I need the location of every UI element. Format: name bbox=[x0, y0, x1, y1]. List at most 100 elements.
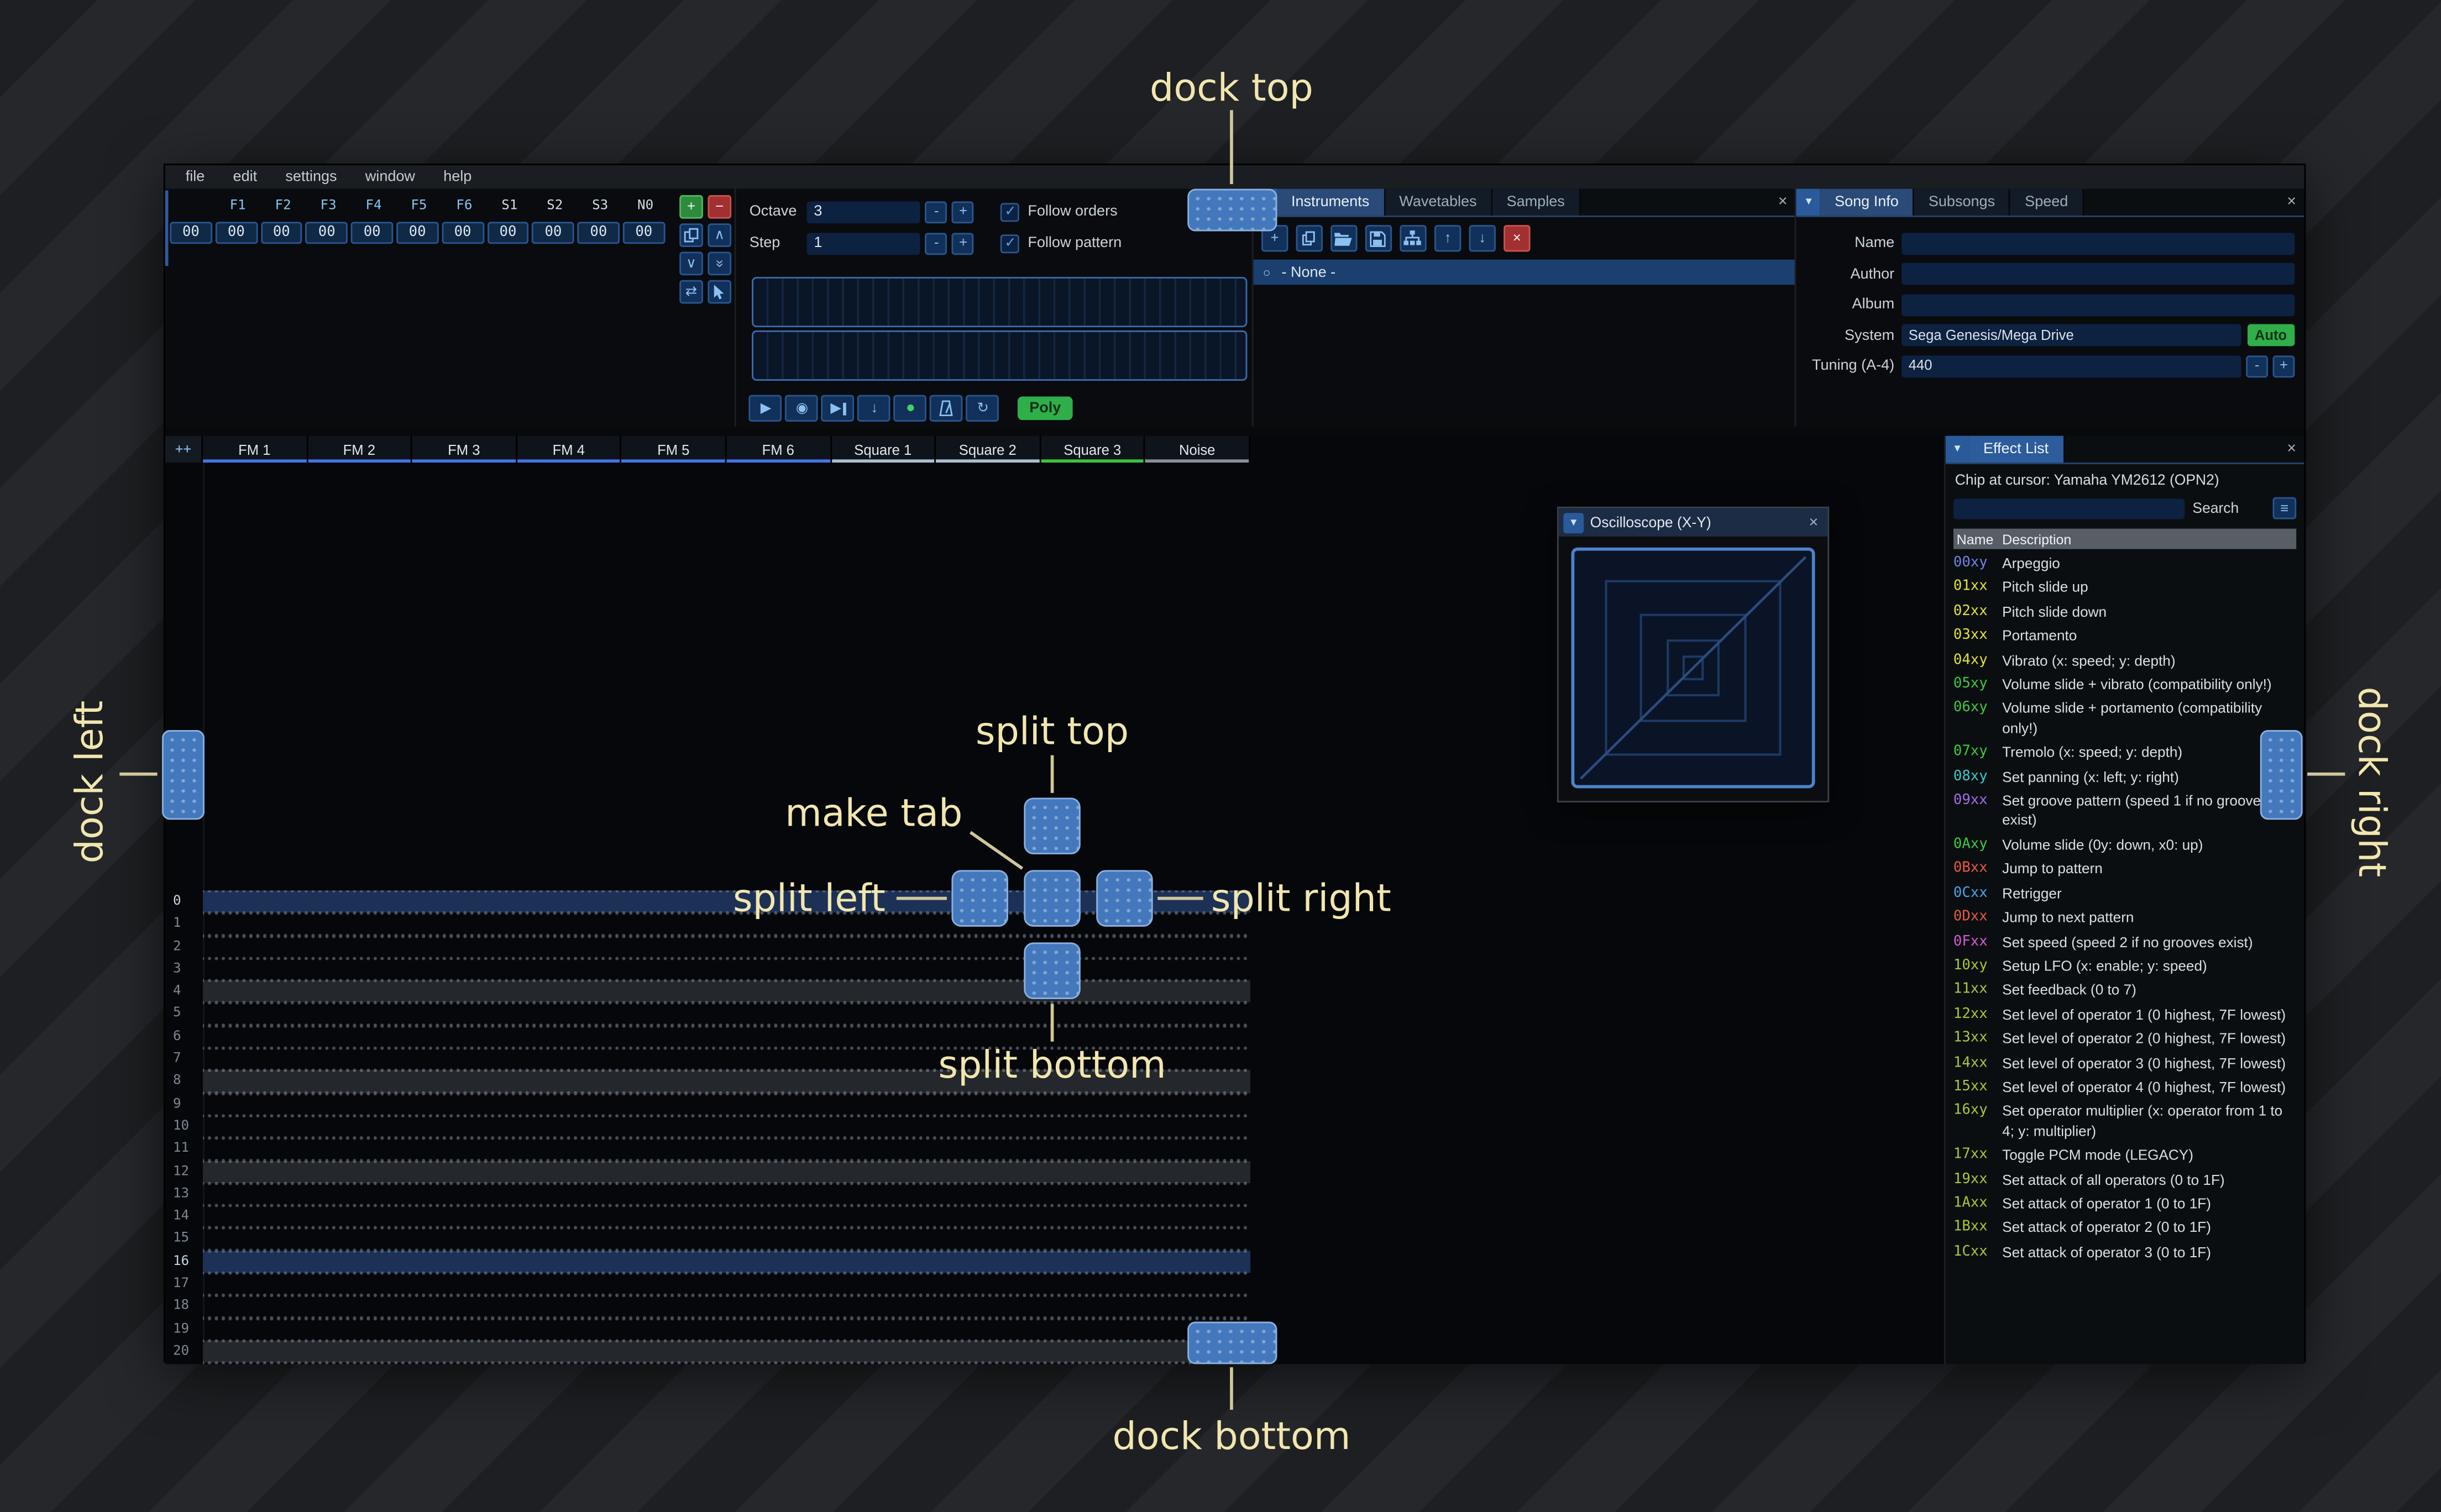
effect-list-tab[interactable]: Effect List bbox=[1969, 435, 2065, 463]
pattern-cells[interactable] bbox=[203, 1340, 1251, 1363]
pattern-row[interactable]: 19 bbox=[165, 1317, 1251, 1341]
pattern-cells[interactable] bbox=[203, 1227, 1251, 1251]
play-once-button[interactable]: ▶ bbox=[821, 395, 855, 422]
tuning-increase-button[interactable]: + bbox=[2272, 355, 2295, 377]
pattern-cells[interactable] bbox=[203, 1205, 1251, 1228]
effect-row[interactable]: 19xx Set attack of all operators (0 to 1… bbox=[1953, 1170, 2296, 1189]
orders-row[interactable]: 00 00 00 00 00 00 00 00 bbox=[170, 222, 665, 244]
close-icon[interactable]: × bbox=[2287, 193, 2297, 211]
pattern-row[interactable]: 5 bbox=[165, 1002, 1251, 1026]
step-row-button[interactable]: ↓ bbox=[858, 395, 891, 422]
menu-item[interactable]: file bbox=[185, 168, 205, 186]
pattern-cells[interactable] bbox=[203, 1070, 1251, 1093]
pattern-row[interactable]: 17 bbox=[165, 1273, 1251, 1296]
pattern-row[interactable]: 12 bbox=[165, 1160, 1251, 1183]
effect-row[interactable]: 06xy Volume slide + portamento (compatib… bbox=[1953, 699, 2296, 738]
pattern-cells[interactable] bbox=[203, 958, 1251, 981]
pattern-row[interactable]: 14 bbox=[165, 1205, 1251, 1228]
octave-decrease-button[interactable]: - bbox=[925, 200, 948, 223]
effect-row[interactable]: 08xy Set panning (x: left; y: right) bbox=[1953, 767, 2296, 786]
pattern-row[interactable]: 13 bbox=[165, 1183, 1251, 1206]
pattern-cells[interactable] bbox=[203, 890, 1251, 914]
effect-row[interactable]: 16xy Set operator multiplier (x: operato… bbox=[1953, 1102, 2296, 1141]
order-cell[interactable]: 00 bbox=[215, 222, 258, 244]
instrument-open-button[interactable] bbox=[1330, 225, 1358, 252]
order-cell[interactable]: 00 bbox=[486, 222, 530, 244]
dock-target-left[interactable] bbox=[162, 730, 205, 820]
split-target-top[interactable] bbox=[1024, 797, 1081, 854]
channel-header[interactable]: FM 4 bbox=[517, 435, 622, 463]
pattern-cells[interactable] bbox=[203, 1138, 1251, 1161]
pattern-cells[interactable] bbox=[203, 1183, 1251, 1206]
expand-columns-button[interactable]: ++ bbox=[165, 435, 203, 463]
effect-search-input[interactable] bbox=[1953, 498, 2185, 519]
collapse-arrow-icon[interactable]: ▼ bbox=[1563, 512, 1584, 533]
play-pattern-button[interactable]: ◉ bbox=[785, 395, 819, 422]
play-button[interactable]: ▶ bbox=[749, 395, 783, 422]
instruments-tab[interactable]: Instruments bbox=[1277, 188, 1385, 216]
channel-header[interactable]: Square 1 bbox=[831, 435, 936, 463]
pattern-cells[interactable] bbox=[203, 1025, 1251, 1048]
order-cell[interactable]: 00 bbox=[532, 222, 575, 244]
channel-header[interactable]: FM 2 bbox=[307, 435, 413, 463]
effect-row[interactable]: 05xy Volume slide + vibrato (compatibili… bbox=[1953, 675, 2296, 694]
effect-row[interactable]: 1Axx Set attack of operator 1 (0 to 1F) bbox=[1953, 1194, 2296, 1214]
effect-row[interactable]: 17xx Toggle PCM mode (LEGACY) bbox=[1953, 1146, 2296, 1165]
effect-list-menu-button[interactable]: ≡ bbox=[2272, 497, 2297, 519]
pattern-row[interactable]: 0 bbox=[165, 890, 1251, 914]
channel-header[interactable]: Noise bbox=[1145, 435, 1250, 463]
dock-target-right[interactable] bbox=[2260, 730, 2303, 820]
order-cell[interactable]: 00 bbox=[396, 222, 439, 244]
text-input[interactable] bbox=[1902, 293, 2295, 316]
order-cell[interactable]: 00 bbox=[260, 222, 303, 244]
dock-target-top[interactable] bbox=[1187, 188, 1277, 232]
metronome-button[interactable] bbox=[930, 395, 963, 422]
effect-row[interactable]: 01xx Pitch slide up bbox=[1953, 578, 2296, 597]
order-index-cell[interactable]: 00 bbox=[170, 222, 212, 244]
song-info-tab[interactable]: Subsongs bbox=[1914, 188, 2011, 216]
song-info-tab[interactable]: Speed bbox=[2010, 188, 2084, 216]
pattern-cells[interactable] bbox=[203, 1295, 1251, 1318]
pattern-row[interactable]: 9 bbox=[165, 1093, 1251, 1116]
order-cell[interactable]: 00 bbox=[351, 222, 394, 244]
instrument-delete-button[interactable]: × bbox=[1504, 225, 1531, 252]
channel-header[interactable]: FM 5 bbox=[621, 435, 727, 463]
menu-item[interactable]: help bbox=[443, 168, 472, 186]
close-icon[interactable]: × bbox=[1809, 513, 1819, 531]
effect-row[interactable]: 12xx Set level of operator 1 (0 highest,… bbox=[1953, 1005, 2296, 1024]
order-duplicate-button[interactable] bbox=[679, 223, 703, 247]
octave-increase-button[interactable]: + bbox=[952, 200, 975, 223]
effect-row[interactable]: 15xx Set level of operator 4 (0 highest,… bbox=[1953, 1078, 2296, 1097]
pattern-cells[interactable] bbox=[203, 1363, 1251, 1364]
order-add-button[interactable]: + bbox=[679, 195, 703, 219]
pattern-row[interactable]: 11 bbox=[165, 1138, 1251, 1161]
text-input[interactable] bbox=[1902, 232, 2295, 255]
instruments-tab[interactable]: Samples bbox=[1492, 188, 1581, 216]
auto-system-button[interactable]: Auto bbox=[2246, 324, 2295, 347]
pattern-row[interactable]: 4 bbox=[165, 980, 1251, 1003]
pattern-body[interactable]: 0 1 2 bbox=[165, 463, 1944, 1364]
effect-row[interactable]: 0Cxx Retrigger bbox=[1953, 884, 2296, 903]
split-target-bottom[interactable] bbox=[1024, 942, 1081, 999]
repeat-pattern-button[interactable]: ↻ bbox=[966, 395, 1000, 422]
tab-list-dropdown-icon[interactable]: ▼ bbox=[1945, 435, 1969, 463]
follow-orders-checkbox[interactable]: ✓ bbox=[1001, 202, 1020, 222]
effect-row[interactable]: 0Dxx Jump to next pattern bbox=[1953, 908, 2296, 927]
order-duplicate-end-button[interactable]: » bbox=[708, 251, 732, 276]
channel-header[interactable]: Square 2 bbox=[936, 435, 1041, 463]
poly-toggle-button[interactable]: Poly bbox=[1018, 396, 1072, 421]
pattern-cells[interactable] bbox=[203, 1002, 1251, 1026]
menu-item[interactable]: settings bbox=[285, 168, 337, 186]
effect-row[interactable]: 00xy Arpeggio bbox=[1953, 554, 2296, 573]
song-info-tab[interactable]: Song Info bbox=[1820, 188, 1915, 216]
pattern-cells[interactable] bbox=[203, 1160, 1251, 1183]
pattern-row[interactable]: 10 bbox=[165, 1115, 1251, 1138]
effect-row[interactable]: 13xx Set level of operator 2 (0 highest,… bbox=[1953, 1029, 2296, 1048]
instrument-layout-button[interactable] bbox=[1400, 225, 1427, 252]
effect-row[interactable]: 0Fxx Set speed (speed 2 if no grooves ex… bbox=[1953, 932, 2296, 952]
channel-header[interactable]: FM 1 bbox=[203, 435, 308, 463]
effect-row[interactable]: 03xx Portamento bbox=[1953, 627, 2296, 646]
order-exchange-button[interactable]: ⇄ bbox=[679, 280, 703, 304]
effect-row[interactable]: 0Bxx Jump to pattern bbox=[1953, 859, 2296, 879]
pattern-row[interactable]: 2 bbox=[165, 935, 1251, 958]
